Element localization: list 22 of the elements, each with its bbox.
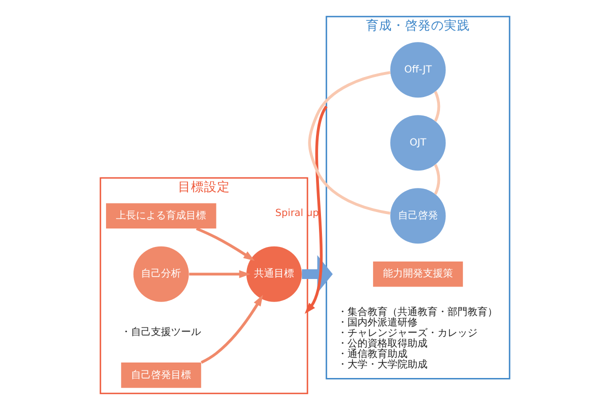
node-label: ・チャレンジャーズ・カレッジ — [337, 328, 478, 340]
node-label: ・集合教育（共通教育・部門教育） — [337, 306, 498, 318]
node-circle: Off-JT — [390, 42, 446, 98]
label: ・自己支援ツール — [120, 326, 201, 338]
node-circle: 自己分析 — [132, 246, 188, 302]
arrow — [200, 294, 262, 364]
node-circle: 自己啓発 — [390, 188, 446, 244]
arrow — [304, 106, 328, 314]
node-box: 自己啓発目標 — [120, 362, 201, 388]
connector — [434, 164, 440, 195]
node-box: 上長による育成目標 — [106, 203, 216, 228]
node-label: ・国内外派遣研修 — [337, 318, 418, 328]
connector — [434, 91, 440, 122]
node-circle: 共通目標 — [246, 246, 302, 302]
arrow — [195, 227, 254, 261]
connector — [308, 71, 390, 215]
node-circle: OJT — [390, 115, 446, 171]
node-label: ・大学・大学院助成 — [337, 360, 428, 371]
node-label: ・公的資格取得助成 — [337, 338, 428, 350]
arrow — [188, 270, 250, 278]
node-label: ・通信教育助成 — [337, 349, 408, 360]
node-box: 能力開発支援策 — [372, 262, 462, 287]
